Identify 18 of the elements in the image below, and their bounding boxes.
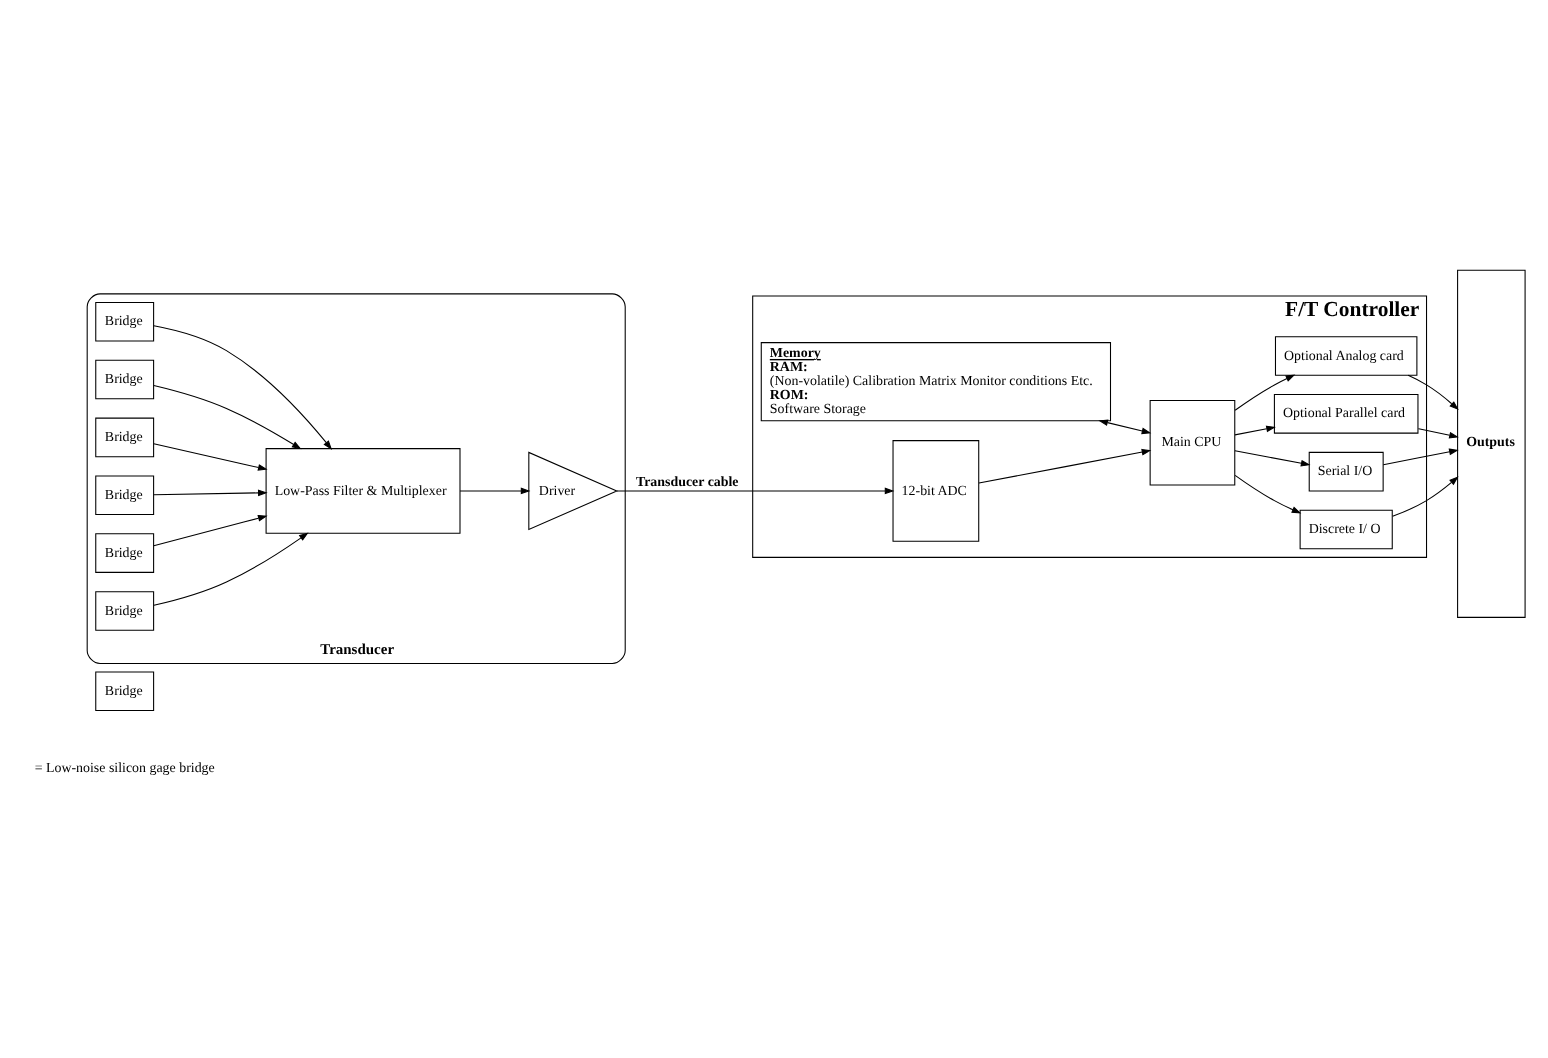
arrow <box>1417 428 1459 439</box>
arrow <box>1392 476 1459 517</box>
arrow <box>153 532 309 606</box>
arrow <box>1382 448 1459 466</box>
arrow <box>1098 419 1152 435</box>
arrow <box>1234 425 1276 436</box>
arrow <box>459 487 531 495</box>
arrow <box>153 384 302 450</box>
arrow <box>1407 374 1459 411</box>
arrow <box>616 487 895 495</box>
arrow <box>153 514 268 547</box>
arrow <box>1234 474 1302 514</box>
arrow <box>153 325 333 450</box>
arrow <box>978 448 1152 484</box>
arrow <box>1234 450 1311 467</box>
arrow <box>153 443 268 471</box>
arrow <box>153 489 268 497</box>
arrow <box>1234 374 1296 411</box>
